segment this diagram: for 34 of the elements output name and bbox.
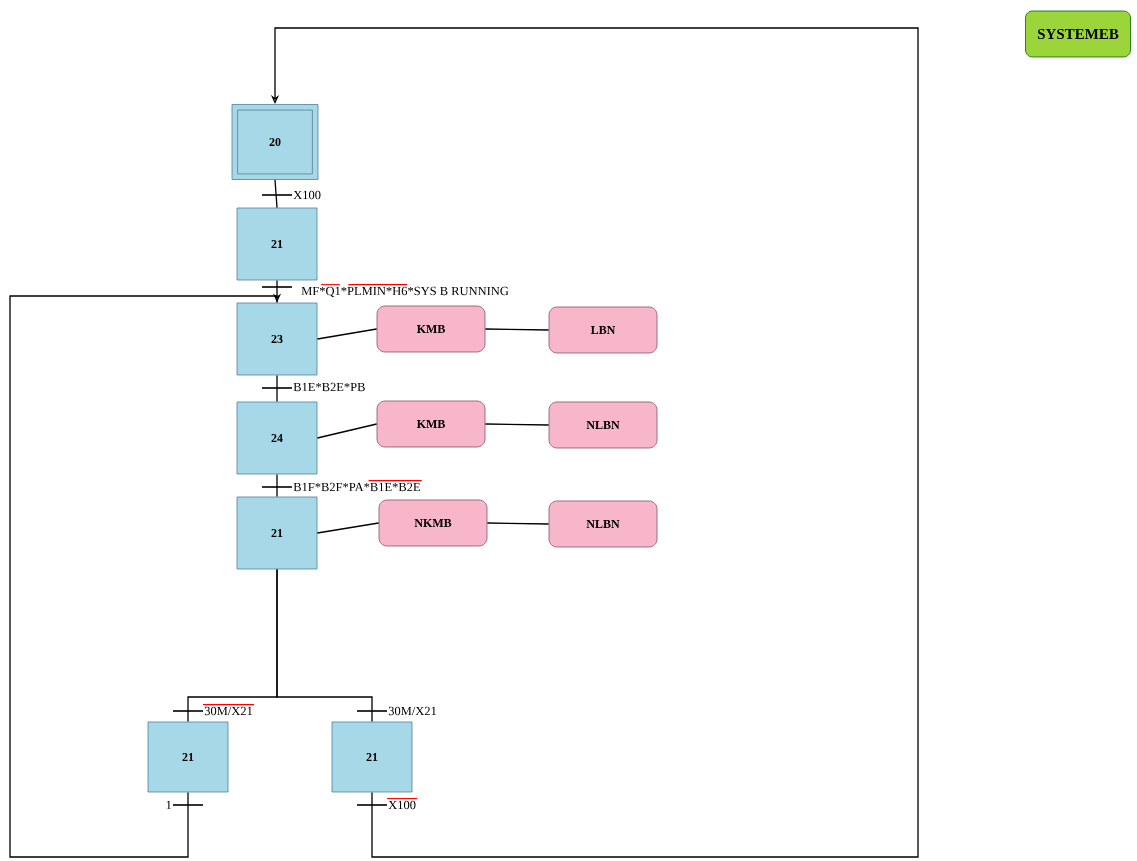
action-link [484,423,550,426]
transition-label: X100 [293,190,321,200]
action-box: NLBN [548,500,658,548]
transition-label: B1E*B2E*PB [293,382,365,392]
transition-label: X100 [388,800,416,810]
step-box: 21 [147,721,229,793]
transition-link [274,179,278,209]
initial-step-box: 20 [231,104,319,180]
action-link [486,522,550,525]
transition-label: 1 [166,800,172,810]
transition-label: MF*Q1*PLMIN*H6*SYS B RUNNING [301,286,509,298]
action-link [484,328,550,331]
step-box: 21 [331,721,413,793]
transition-link [276,374,278,403]
step-box: 21 [236,496,318,570]
transition-link [276,568,373,723]
step-box: 24 [236,401,318,475]
transition-link [276,279,278,304]
transition-link [276,473,278,498]
action-link [316,328,378,340]
step-box: 21 [236,207,318,281]
action-box: NKMB [378,499,488,547]
action-box: NLBN [548,401,658,449]
title-badge: SYSTEMEB [1025,10,1131,58]
action-link [316,423,378,439]
action-link [316,522,380,534]
transition-label: 30M/X21 [388,706,437,716]
action-box: LBN [548,306,658,354]
action-box: KMB [376,305,486,353]
transition-label: 30M/X21 [204,706,253,716]
action-box: KMB [376,400,486,448]
step-box: 23 [236,302,318,376]
loop-arrow [9,293,282,858]
transition-label: B1F*B2F*PA*B1E*B2E [293,482,420,492]
